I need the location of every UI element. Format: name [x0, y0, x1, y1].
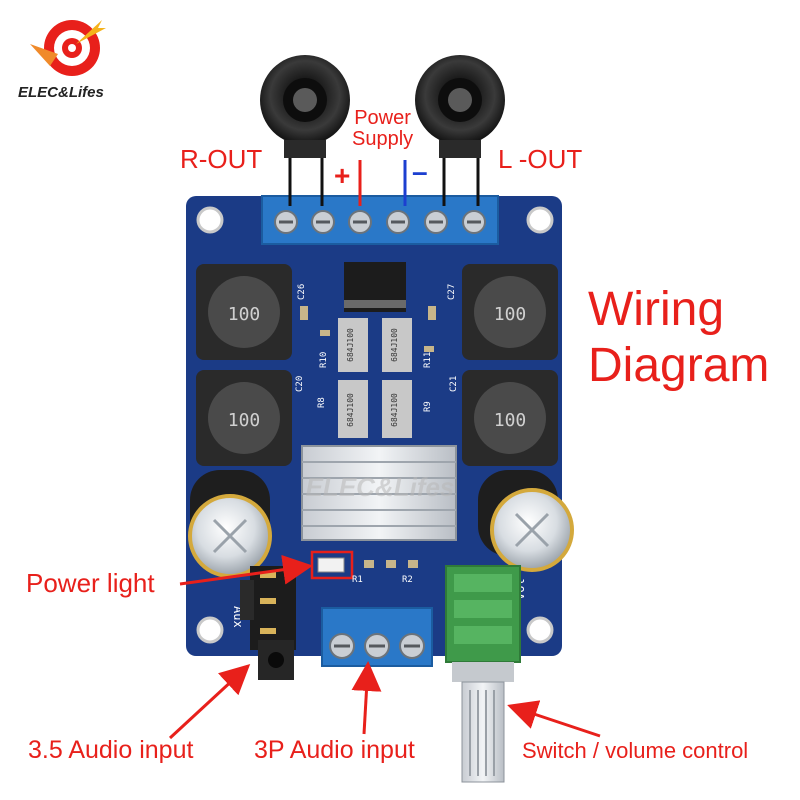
svg-text:R10: R10 — [319, 352, 329, 368]
watermark: ELEC&Lifes — [306, 472, 455, 502]
svg-text:684J100: 684J100 — [390, 393, 399, 427]
r-out-label: R-OUT — [180, 144, 263, 174]
power-light-label: Power light — [26, 568, 155, 598]
diagram-title: Wiring Diagram — [588, 282, 769, 394]
minus-label: – — [412, 156, 428, 187]
svg-text:C27: C27 — [447, 284, 457, 300]
svg-text:C26: C26 — [297, 284, 307, 300]
svg-text:100: 100 — [494, 304, 527, 325]
brand-name: ELEC&Lifes — [18, 84, 104, 101]
plus-label: + — [334, 160, 351, 191]
audio-3p-input-label: 3P Audio input — [254, 736, 415, 764]
svg-text:R11: R11 — [423, 352, 433, 368]
inductor-bottom-left: 100 — [196, 370, 292, 466]
power-led — [317, 557, 345, 573]
volume-potentiometer — [445, 565, 521, 783]
input-terminal-3p — [321, 582, 433, 667]
svg-text:R9: R9 — [423, 401, 433, 412]
svg-text:R1: R1 — [352, 575, 363, 585]
svg-text:R8: R8 — [317, 397, 327, 408]
svg-text:684J100: 684J100 — [346, 393, 355, 427]
inductor-bottom-right: 100 — [462, 370, 558, 466]
switch-volume-control-label: Switch / volume control — [522, 738, 749, 763]
svg-text:100: 100 — [494, 410, 527, 431]
mounting-holes — [196, 206, 554, 644]
power-supply-label: Power Supply — [352, 107, 414, 150]
electrolytic-capacitor-left — [188, 470, 272, 578]
electrolytic-capacitor-right — [478, 470, 574, 572]
right-speaker-icon — [260, 55, 350, 158]
inductor-top-left: 100 — [196, 264, 292, 360]
svg-text:684J100: 684J100 — [346, 328, 355, 362]
svg-text:R2: R2 — [402, 575, 413, 585]
heatsink — [301, 445, 457, 541]
title-line-1: Wiring — [588, 283, 725, 336]
l-out-label: L -OUT — [498, 144, 583, 174]
svg-text:C21: C21 — [449, 376, 459, 392]
film-capacitors: 684J100 684J100 684J100 684J100 — [338, 318, 412, 438]
inductor-top-right: 100 — [462, 264, 558, 360]
title-line-2: Diagram — [588, 339, 770, 392]
output-terminal-block — [261, 195, 499, 245]
left-speaker-icon — [415, 55, 505, 158]
speaker-wires — [288, 158, 480, 206]
svg-text:100: 100 — [228, 410, 261, 431]
brand-logo-icon — [30, 20, 106, 76]
svg-text:684J100: 684J100 — [390, 328, 399, 362]
svg-text:C20: C20 — [295, 376, 305, 392]
svg-text:100: 100 — [228, 304, 261, 325]
audio-jack-3-5mm — [240, 566, 296, 680]
audio-35-input-label: 3.5 Audio input — [28, 736, 194, 764]
annotation-arrows — [168, 554, 601, 740]
